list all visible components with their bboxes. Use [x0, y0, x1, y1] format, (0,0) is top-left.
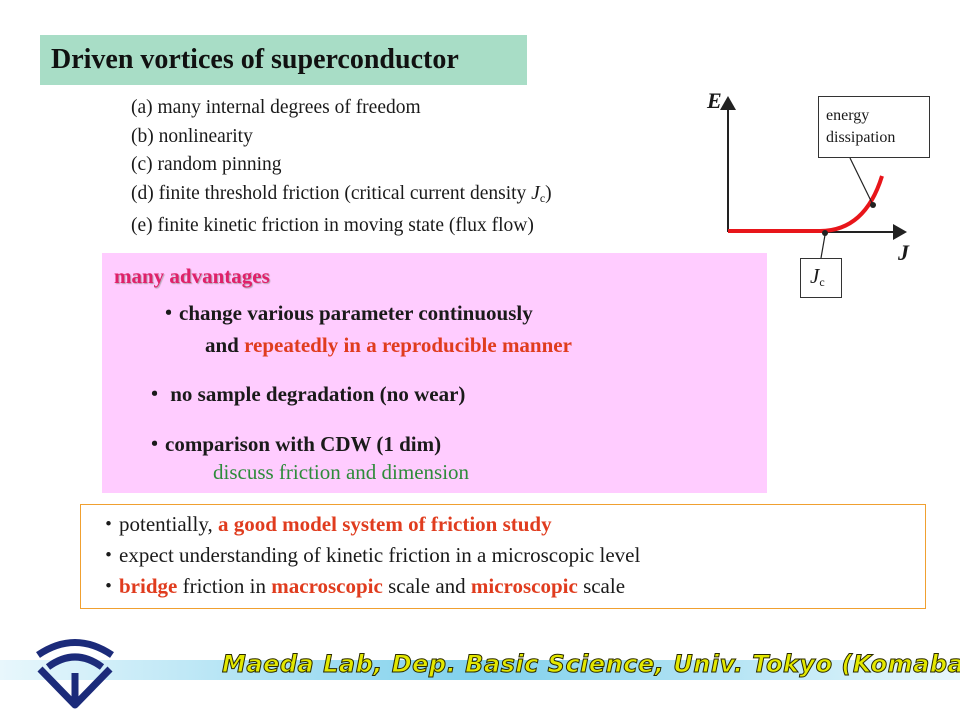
advantage-item: ・comparison with CDW (1 dim)	[144, 432, 442, 456]
property-item: (b) nonlinearity	[131, 125, 253, 147]
outlook-panel	[80, 504, 926, 609]
threshold-box	[800, 258, 842, 298]
advantage-subnote: discuss friction and dimension	[213, 460, 470, 484]
advantage-item: ・ no sample degradation (no wear)	[144, 382, 466, 406]
annotation-pointer	[849, 157, 874, 206]
threshold-dot	[822, 230, 828, 236]
outlook-highlight: microscopic	[470, 574, 578, 598]
outlook-highlight: bridge	[119, 574, 178, 598]
footer-band	[0, 660, 960, 680]
jc-symbol: J	[531, 182, 540, 204]
threshold-subscript: c	[819, 275, 825, 289]
title-banner	[40, 35, 527, 85]
property-close: )	[545, 182, 552, 204]
property-list: (a) many internal degrees of freedom (b)…	[131, 94, 552, 241]
advantage-item-continuation: and repeatedly in a reproducible manner	[205, 333, 572, 358]
y-axis-label: E	[707, 88, 722, 113]
annotation-line: dissipation	[826, 129, 896, 146]
annotation-text: energy dissipation	[826, 105, 895, 149]
outlook-highlight: macroscopic	[271, 574, 383, 598]
annotation-dot	[870, 202, 876, 208]
outlook-text: ・potentially,	[98, 512, 218, 536]
outlook-list: ・potentially, a good model system of fri…	[98, 509, 640, 602]
advantage-text: and	[205, 333, 245, 357]
outlook-text: scale	[577, 574, 626, 598]
property-item: (c) random pinning	[131, 154, 282, 175]
page-title: Driven vortices of superconductor	[51, 44, 459, 75]
outlook-highlight: a good model system of friction study	[217, 512, 552, 536]
property-item: (a) many internal degrees of freedom	[131, 97, 421, 118]
jc-subscript: c	[539, 190, 546, 205]
property-item: (d) finite threshold friction (critical …	[131, 180, 552, 213]
annotation-line: energy	[826, 107, 870, 124]
e-j-curve-graph	[720, 96, 907, 259]
outlook-text: friction in	[177, 574, 272, 598]
threshold-pointer	[820, 234, 826, 259]
iv-curve	[728, 175, 884, 233]
property-text: (d) finite threshold friction (critical …	[131, 182, 532, 204]
advantage-highlight: repeatedly in a reproducible manner	[244, 333, 572, 357]
outlook-text: ・	[98, 574, 119, 598]
threshold-label: Jc	[810, 264, 825, 290]
outlook-item: ・bridge friction in macroscopic scale an…	[98, 571, 640, 602]
advantages-panel	[102, 253, 767, 493]
footer-lab-name: Maeda Lab, Dep. Basic Science, Univ. Tok…	[222, 650, 960, 679]
advantages-heading: many advantages	[114, 264, 270, 288]
property-item: (e) finite kinetic friction in moving st…	[131, 215, 534, 236]
x-axis-label: J	[898, 240, 909, 265]
outlook-text: scale and	[382, 574, 471, 598]
lab-logo-icon	[36, 639, 114, 709]
outlook-item: ・expect understanding of kinetic frictio…	[98, 543, 641, 567]
threshold-symbol: J	[810, 264, 820, 288]
advantage-item: ・change various parameter continuously	[158, 301, 533, 325]
outlook-item: ・potentially, a good model system of fri…	[98, 509, 640, 540]
annotation-box	[818, 96, 930, 158]
